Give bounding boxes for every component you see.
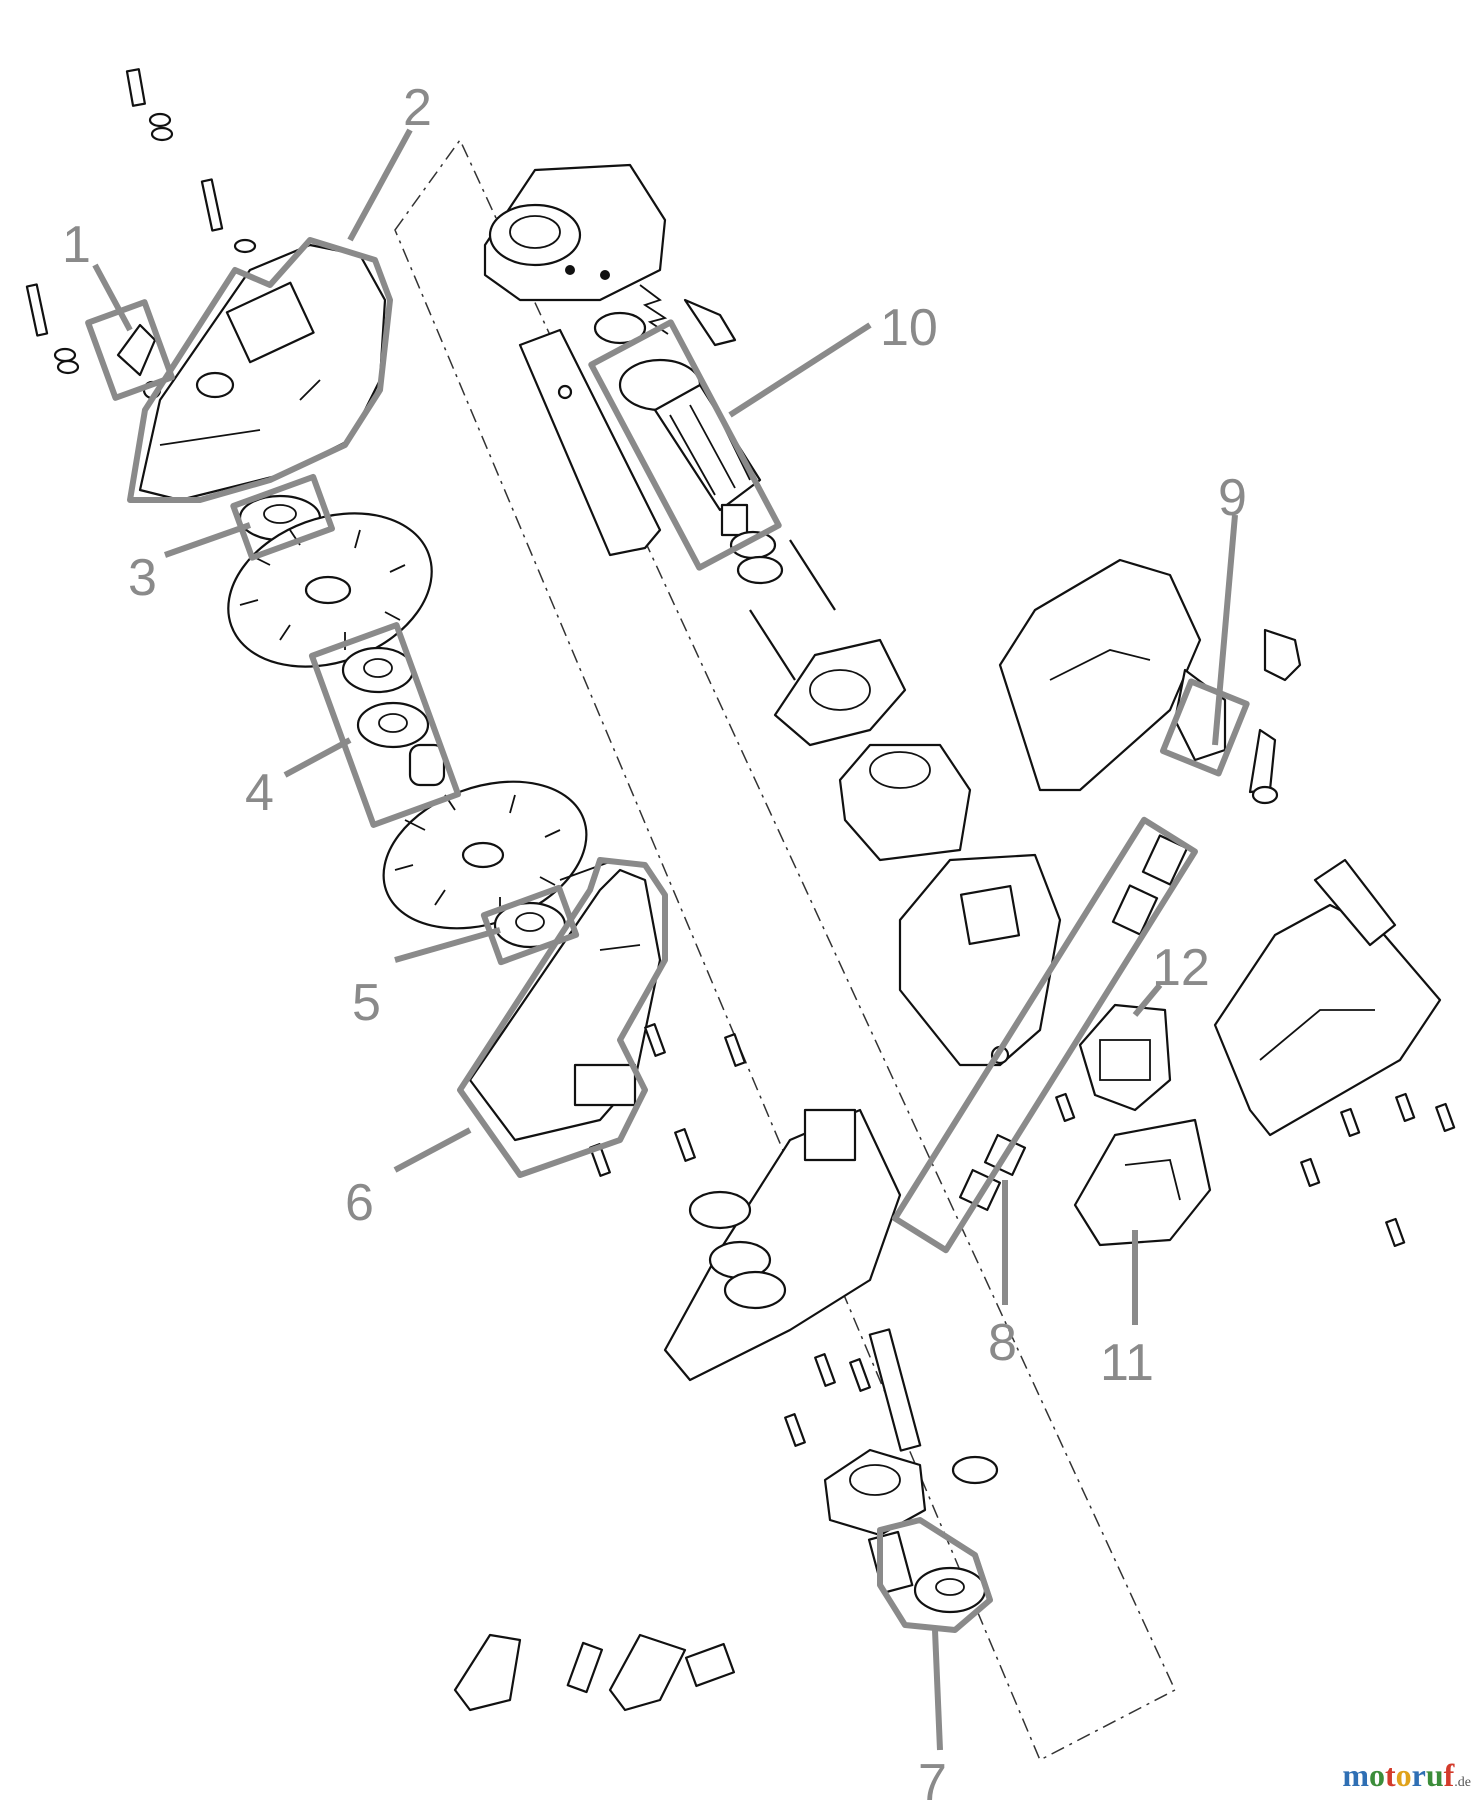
callout-label-5: 5 <box>352 974 381 1032</box>
callout-labels: 1 2 3 4 5 6 7 8 9 10 11 12 <box>62 79 1247 1800</box>
callout-frame-6 <box>457 857 668 1178</box>
callout-label-11: 11 <box>1100 1334 1154 1392</box>
callout-frame-10 <box>588 319 782 571</box>
watermark-tld: .de <box>1454 1775 1471 1790</box>
callout-label-12: 12 <box>1152 939 1210 997</box>
handle-half-lower <box>1213 858 1442 1137</box>
callout-label-6: 6 <box>345 1174 374 1232</box>
callout-label-9: 9 <box>1218 469 1247 527</box>
bearing-upper <box>593 311 647 345</box>
handle-half-upper <box>998 558 1227 792</box>
screw-set-right <box>1055 1092 1456 1248</box>
brush-clip <box>683 298 737 347</box>
callout-frame-5 <box>480 884 580 966</box>
spindle-shaft <box>868 1328 999 1485</box>
screw-set-mid <box>589 1023 871 1447</box>
gear-housing-top <box>483 163 667 302</box>
bearing-lower <box>729 530 784 585</box>
callout-label-4: 4 <box>245 764 274 822</box>
callout-frame-7 <box>877 1517 993 1633</box>
callout-label-8: 8 <box>988 1314 1017 1372</box>
spring <box>639 284 669 335</box>
gear-housing-lower <box>663 1108 902 1382</box>
callout-frame-4 <box>308 622 462 828</box>
callout-frame-8 <box>892 816 1198 1254</box>
screw-pair-mid <box>749 539 836 681</box>
cutting-disc-lower <box>382 780 588 930</box>
switch-parts-small <box>453 1633 736 1712</box>
leader-lines <box>92 128 1238 1751</box>
callout-label-7: 7 <box>918 1754 947 1800</box>
armature <box>618 358 762 537</box>
callout-label-3: 3 <box>128 549 157 607</box>
watermark-logo: motoruf motoruf.de <box>1342 1757 1471 1793</box>
switch-cover <box>1073 1118 1212 1247</box>
side-handle <box>518 328 662 557</box>
callout-frames <box>85 237 1250 1633</box>
cable-gland <box>1248 628 1302 805</box>
screw-set-top <box>25 68 257 375</box>
baffle-plate <box>773 638 907 747</box>
callout-frame-1 <box>85 299 175 401</box>
lower-guard <box>468 859 662 1142</box>
capacitor <box>1078 1003 1172 1112</box>
callout-label-2: 2 <box>403 79 432 137</box>
spacer-set <box>341 646 446 787</box>
callout-frame-2 <box>127 237 393 503</box>
callout-label-10: 10 <box>880 299 938 357</box>
stator <box>838 743 972 862</box>
callout-label-1: 1 <box>62 216 91 274</box>
callout-frame-3 <box>230 473 335 561</box>
bearing-cover <box>823 1448 927 1537</box>
blade-guard <box>138 243 387 502</box>
motor-housing <box>898 853 1062 1067</box>
